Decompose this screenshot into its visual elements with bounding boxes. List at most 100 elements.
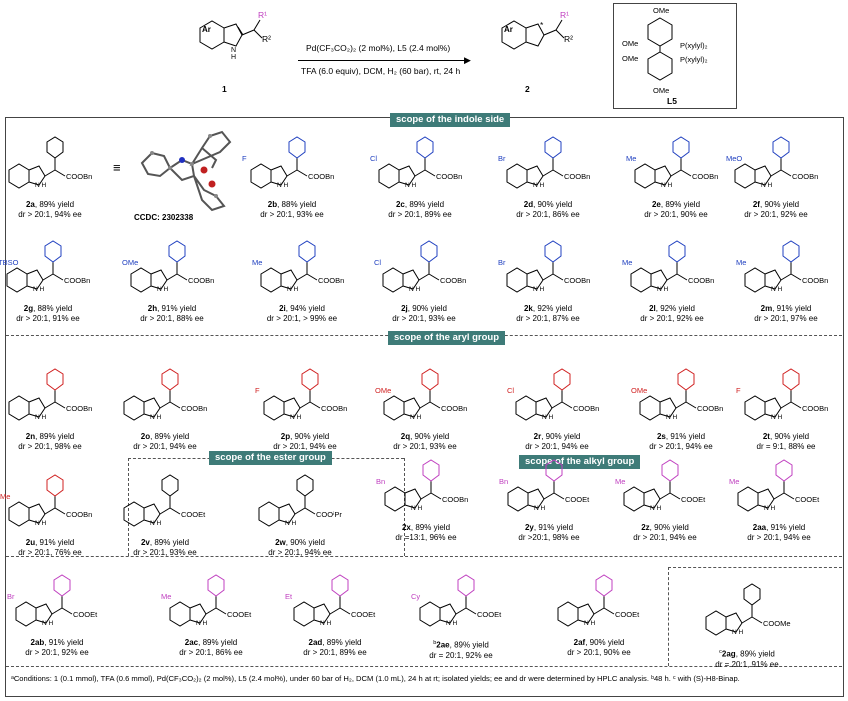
substituent-2y: Bn bbox=[499, 477, 509, 486]
substituent-2j: Cl bbox=[374, 258, 382, 267]
compound-id-2y: 2y bbox=[524, 523, 534, 532]
compound-id-2g: 2g bbox=[23, 304, 34, 313]
compound-id-2w: 2w bbox=[275, 538, 286, 547]
substituent-2c: Cl bbox=[370, 154, 378, 163]
ester-2r: COOBn bbox=[573, 404, 600, 413]
structure-2k bbox=[506, 240, 564, 293]
structure-2d bbox=[506, 136, 564, 189]
ester-2i: COOBn bbox=[318, 276, 345, 285]
compound-id-2a: 2a bbox=[25, 200, 35, 209]
selectivity-2h: dr > 20:1, 88% ee bbox=[140, 314, 204, 323]
nh-2n: N H bbox=[35, 414, 47, 421]
substrate-ar-label: Ar bbox=[202, 25, 211, 34]
selectivity-2k: dr > 20:1, 87% ee bbox=[516, 314, 580, 323]
substituent-2q: OMe bbox=[375, 386, 392, 395]
structure-2j bbox=[382, 240, 440, 293]
substituent-2aa: Me bbox=[729, 477, 740, 486]
compound-id-2c: 2c bbox=[395, 200, 405, 209]
product-r2-label: R² bbox=[564, 34, 573, 44]
selectivity-2u: dr > 20:1, 76% ee bbox=[18, 548, 82, 557]
substituent-2b: F bbox=[242, 154, 247, 163]
footnote-mark-2ae: b bbox=[433, 640, 437, 646]
ester-2u: COOBn bbox=[66, 510, 93, 519]
ester-2o: COOBn bbox=[181, 404, 208, 413]
nh-2x: N H bbox=[411, 505, 423, 512]
crystal-ccdc-label: CCDC: 2302338 bbox=[134, 213, 194, 222]
selectivity-2s: dr > 20:1, 94% ee bbox=[649, 442, 713, 451]
product-r1-label: R¹ bbox=[560, 10, 569, 20]
structure-2x bbox=[384, 459, 442, 512]
crystal-equiv-icon: ≡ bbox=[113, 160, 121, 175]
yield-2m: 91% yield bbox=[776, 304, 812, 313]
structure-2n bbox=[8, 368, 66, 421]
divider-2 bbox=[6, 556, 842, 557]
substituent-2l: Me bbox=[622, 258, 633, 267]
structure-2i bbox=[260, 240, 318, 293]
substituent-2u: Me bbox=[0, 492, 11, 501]
banner-ester-scope: scope of the ester group bbox=[209, 451, 332, 465]
ester-2f: COOBn bbox=[792, 172, 819, 181]
substituent-2f: MeO bbox=[726, 154, 743, 163]
ester-2ad: COOEt bbox=[351, 610, 376, 619]
reaction-arrow bbox=[298, 60, 468, 61]
compound-id-2s: 2s bbox=[656, 432, 666, 441]
ester-2y: COOEt bbox=[565, 495, 590, 504]
ester-2ae: COOEt bbox=[477, 610, 502, 619]
ester-2ab: COOEt bbox=[73, 610, 98, 619]
ester-2af: COOEt bbox=[615, 610, 640, 619]
yield-2aa: 91% yield bbox=[770, 523, 806, 532]
nh-2e: N H bbox=[661, 182, 673, 189]
yield-2y: 91% yield bbox=[538, 523, 574, 532]
selectivity-2ab: dr > 20:1, 92% ee bbox=[25, 648, 89, 657]
structure-2af bbox=[557, 574, 615, 627]
structure-2w bbox=[258, 474, 316, 527]
compound-id-2z: 2z bbox=[641, 523, 650, 532]
substituent-2ac: Me bbox=[161, 592, 172, 601]
yield-2ae: 89% yield bbox=[454, 640, 489, 650]
nh-2u: N H bbox=[35, 520, 47, 527]
selectivity-2ac: dr > 20:1, 86% ee bbox=[179, 648, 243, 657]
nh-2ag: N H bbox=[732, 629, 744, 636]
yield-2d: 90% yield bbox=[537, 200, 573, 209]
compound-id-2ac: 2ac bbox=[184, 638, 199, 647]
substituent-2m: Me bbox=[736, 258, 747, 267]
ester-2w: COOⁱPr bbox=[316, 510, 342, 519]
substrate-number: 1 bbox=[222, 84, 227, 94]
product-number: 2 bbox=[525, 84, 530, 94]
nh-2y: N H bbox=[534, 505, 546, 512]
ester-2ac: COOEt bbox=[227, 610, 252, 619]
structure-2aa bbox=[737, 459, 795, 512]
yield-2a: 89% yield bbox=[39, 200, 75, 209]
nh-2ad: N H bbox=[320, 620, 332, 627]
yield-2v: 89% yield bbox=[154, 538, 190, 547]
ligand-structure bbox=[647, 17, 673, 81]
banner-aryl-scope: scope of the aryl group bbox=[388, 331, 506, 345]
ligand-ome-top: OMe bbox=[653, 6, 670, 15]
yield-2l: 92% yield bbox=[660, 304, 695, 313]
substituent-2i: Me bbox=[252, 258, 263, 267]
substrate-r1-label: R¹ bbox=[258, 10, 267, 20]
structure-2ab bbox=[15, 574, 73, 627]
yield-2q: 90% yield bbox=[414, 432, 450, 441]
banner-indole-scope: scope of the indole side bbox=[390, 113, 511, 127]
conditions-top: Pd(CF₃CO₂)₂ (2 mol%), L5 (2.4 mol%) bbox=[306, 43, 451, 53]
ligand-ome-bottom: OMe bbox=[653, 86, 670, 95]
selectivity-2ae: dr = 20:1, 92% ee bbox=[429, 650, 493, 660]
compound-id-2k: 2k bbox=[523, 304, 533, 313]
yield-2j: 90% yield bbox=[412, 304, 447, 313]
compound-id-2v: 2v bbox=[140, 538, 150, 547]
ester-2l: COOBn bbox=[688, 276, 715, 285]
selectivity-2o: dr > 20:1, 94% ee bbox=[133, 442, 197, 451]
yield-2ag: 89% yield bbox=[740, 649, 775, 659]
nh-2g: N H bbox=[33, 286, 45, 293]
ester-2j: COOBn bbox=[440, 276, 467, 285]
crystal-structure-image bbox=[140, 130, 232, 212]
product-ar-label: Ar bbox=[504, 25, 513, 34]
